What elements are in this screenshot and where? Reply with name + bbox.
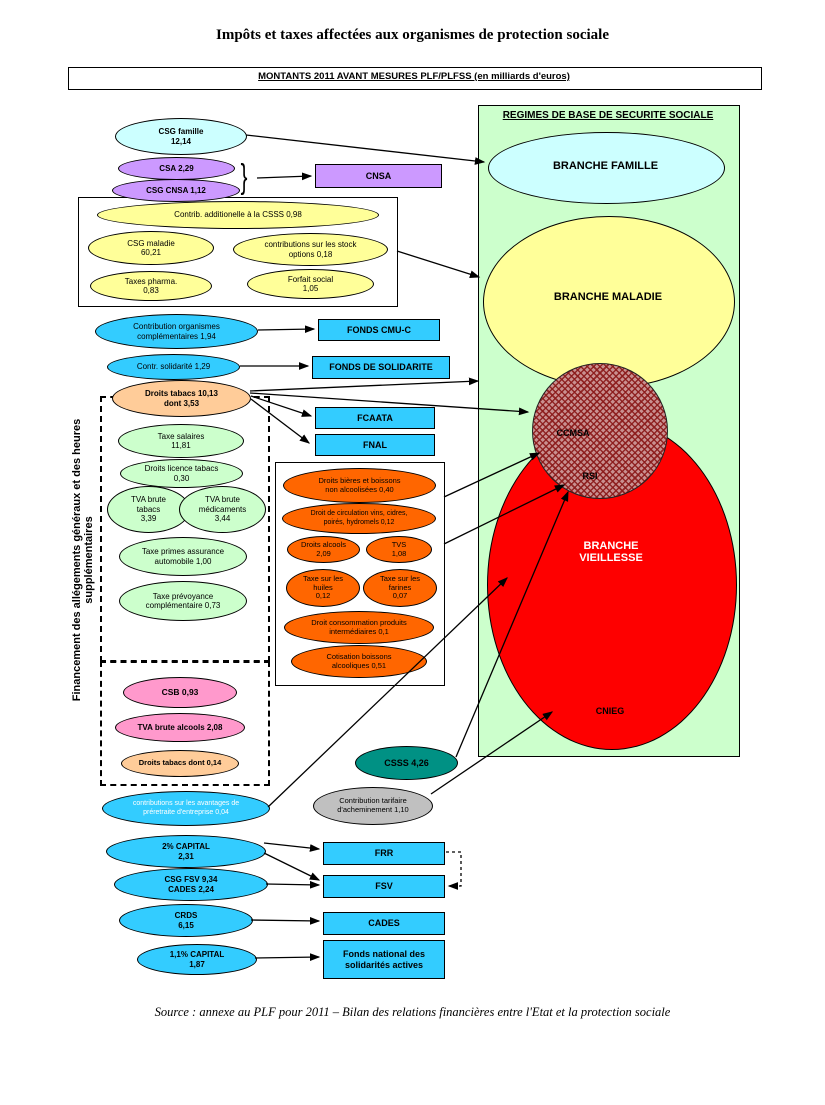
fcaata-box: FCAATA — [315, 407, 435, 429]
node-forfait-social: Forfait social 1,05 — [247, 269, 374, 299]
node-1-1pct-capital: 1,1% CAPITAL 1,87 — [137, 944, 257, 975]
cnieg-label: CNIEG — [595, 706, 625, 716]
node-contrib-additionnelle: Contrib. additionelle à la CSSS 0,98 — [97, 201, 379, 229]
node-droit-circulation: Droit de circulation vins, cidres, poiré… — [282, 503, 436, 534]
node-droits-bieres: Droits bières et boissons non alcoolisée… — [283, 468, 436, 503]
branche-maladie-circle — [483, 216, 735, 388]
node-csg-fsv: CSG FSV 9,34 CADES 2,24 — [114, 868, 268, 901]
node-csg-famille: CSG famille 12,14 — [115, 118, 247, 155]
node-contribution-organismes: Contribution organismes complémentaires … — [95, 314, 258, 349]
frr-box: FRR — [323, 842, 445, 865]
branche-maladie-label: BRANCHE MALADIE — [553, 291, 663, 303]
cades-box: CADES — [323, 912, 445, 935]
node-csg-maladie: CSG maladie 60,21 — [88, 231, 214, 265]
brace-glyph: } — [240, 158, 248, 196]
node-csa: CSA 2,29 — [118, 157, 235, 180]
node-tvs: TVS 1,08 — [366, 536, 432, 563]
cnsa-box: CNSA — [315, 164, 442, 188]
branche-famille-ellipse — [488, 132, 725, 204]
fonds-solidarite-box: FONDS DE SOLIDARITE — [312, 356, 450, 379]
node-droits-tabacs-2: Droits tabacs dont 0,14 — [121, 750, 239, 777]
node-taxe-primes-assurance: Taxe primes assurance automobile 1,00 — [119, 537, 247, 576]
node-taxe-salaires: Taxe salaires 11,81 — [118, 424, 244, 458]
node-droits-alcools: Droits alcools 2,09 — [287, 536, 360, 563]
node-csg-cnsa: CSG CNSA 1,12 — [112, 179, 240, 202]
node-tva-brute-alcools: TVA brute alcools 2,08 — [115, 713, 245, 742]
node-taxe-prevoyance: Taxe prévoyance complémentaire 0,73 — [119, 581, 247, 621]
source-note: Source : annexe au PLF pour 2011 – Bilan… — [154, 1005, 671, 1019]
node-contribution-tarifaire: Contribution tarifaire d'acheminement 1,… — [313, 787, 433, 825]
node-droits-tabacs: Droits tabacs 10,13 dont 3,53 — [112, 380, 251, 417]
fsv-box: FSV — [323, 875, 445, 898]
fnal-box: FNAL — [315, 434, 435, 456]
node-contributions-avantages: contributions sur les avantages de prére… — [102, 791, 270, 826]
regimes-panel-title: REGIMES DE BASE DE SECURITE SOCIALE — [502, 110, 714, 121]
node-stock-options: contributions sur les stock options 0,18 — [233, 233, 388, 266]
rsi-label: RSI — [582, 471, 598, 481]
node-tva-brute-medicaments: TVA brute médicaments 3,44 — [179, 486, 266, 533]
node-taxe-farines: Taxe sur les farines 0,07 — [363, 569, 437, 607]
node-2pct-capital: 2% CAPITAL 2,31 — [106, 835, 266, 868]
node-droit-consommation: Droit consommation produits intermédiair… — [284, 611, 434, 644]
fonds-national-box: Fonds national des solidarités actives — [323, 940, 445, 979]
node-taxe-huiles: Taxe sur les huiles 0,12 — [286, 569, 360, 607]
branche-vieillesse-label: BRANCHE VIEILLESSE — [579, 540, 643, 564]
node-crds: CRDS 6,15 — [119, 904, 253, 937]
node-contr-solidarite: Contr. solidarité 1,29 — [107, 354, 240, 380]
ccmsa-circle — [532, 363, 668, 499]
page-title: Impôts et taxes affectées aux organismes… — [216, 27, 609, 43]
node-csss: CSSS 4,26 — [355, 746, 458, 780]
banner-text: MONTANTS 2011 AVANT MESURES PLF/PLFSS (e… — [258, 71, 570, 82]
side-caption: Financement des allégements généraux et … — [71, 418, 95, 702]
branche-famille-label: BRANCHE FAMILLE — [552, 160, 659, 172]
node-taxes-pharma: Taxes pharma. 0,83 — [90, 271, 212, 301]
node-droits-licence-tabacs: Droits licence tabacs 0,30 — [120, 459, 243, 488]
fonds-cmuc-box: FONDS CMU-C — [318, 319, 440, 341]
ccmsa-label: CCMSA — [556, 428, 590, 438]
node-tva-brute-tabacs: TVA brute tabacs 3,39 — [107, 486, 190, 533]
banner-frame — [68, 67, 762, 90]
node-csb: CSB 0,93 — [123, 677, 237, 708]
node-cotisation-boissons: Cotisation boissons alcooliques 0,51 — [291, 645, 427, 678]
